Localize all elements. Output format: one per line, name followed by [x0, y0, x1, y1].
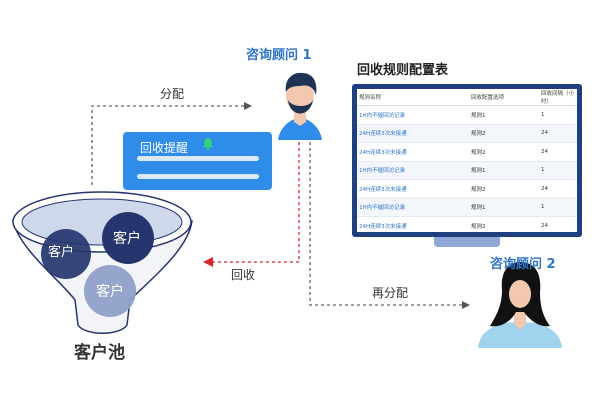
rule-interval-cell: 24 — [539, 142, 577, 162]
table-row: 24H连续3次未接通 规则2 24 — [357, 216, 577, 232]
rule-option-cell: 规则2 — [469, 124, 539, 143]
recycle-label: 回收 — [231, 268, 256, 282]
rule-name-cell: 24H连续3次未接通 — [357, 124, 469, 143]
table-header-cell: 规则名称 — [357, 89, 469, 106]
reassign-label: 再分配 — [372, 286, 409, 300]
rule-interval-cell: 1 — [539, 161, 577, 180]
reminder-placeholder-line — [137, 174, 259, 179]
rule-name-cell: 24H连续3次未接通 — [357, 179, 469, 199]
customer-label: 客户 — [96, 284, 124, 300]
rule-interval-cell: 24 — [539, 124, 577, 143]
customer-label: 客户 — [113, 231, 141, 247]
customer-pool-label: 客户池 — [74, 343, 125, 363]
customer-circle — [102, 212, 154, 264]
assign-arrow — [91, 102, 252, 185]
table-header-cell: 回收配置选项 — [469, 89, 539, 106]
rules-monitor: 规则名称 回收配置选项 回收间隔（小时） 1H内不催回访记录 规则1 1 24H… — [352, 84, 582, 237]
table-row: 24H连续3次未接通 规则2 24 — [357, 124, 577, 143]
assign-label: 分配 — [160, 87, 185, 101]
customer-label: 客户 — [48, 245, 75, 260]
consultant2-avatar — [478, 262, 562, 348]
rule-name-cell: 1H内不催回访记录 — [357, 198, 469, 217]
reassign-arrow — [309, 142, 470, 309]
rule-interval-cell: 1 — [539, 198, 577, 217]
table-header-row: 规则名称 回收配置选项 回收间隔（小时） — [357, 89, 577, 106]
monitor-stand — [434, 237, 500, 247]
rule-name-cell: 1H内不催回访记录 — [357, 105, 469, 125]
rule-option-cell: 规则1 — [469, 105, 539, 125]
rule-option-cell: 规则1 — [469, 161, 539, 180]
table-row: 24H连续3次未接通 规则2 24 — [357, 179, 577, 199]
customer-circle — [84, 265, 136, 317]
consultant1-label: 咨询顾问 1 — [246, 48, 312, 63]
recycle-reminder-card: 回收提醒 — [123, 132, 272, 190]
bell-icon — [203, 138, 213, 150]
rule-interval-cell: 1 — [539, 105, 577, 125]
rules-table: 规则名称 回收配置选项 回收间隔（小时） 1H内不催回访记录 规则1 1 24H… — [357, 89, 577, 232]
consultant1-avatar — [278, 72, 322, 140]
table-row: 1H内不催回访记录 规则1 1 — [357, 161, 577, 180]
rules-table-title: 回收规则配置表 — [357, 63, 449, 78]
rule-option-cell: 规则2 — [469, 179, 539, 199]
table-row: 1H内不催回访记录 规则1 1 — [357, 105, 577, 125]
rule-option-cell: 规则1 — [469, 198, 539, 217]
rule-interval-cell: 24 — [539, 179, 577, 199]
consultant2-label: 咨询顾问 2 — [490, 257, 556, 272]
customer-circle — [41, 229, 91, 279]
rule-option-cell: 规则2 — [469, 142, 539, 162]
rule-name-cell: 24H连续3次未接通 — [357, 142, 469, 162]
table-header-cell: 回收间隔（小时） — [539, 89, 577, 106]
rule-name-cell: 1H内不催回访记录 — [357, 161, 469, 180]
monitor-screen: 规则名称 回收配置选项 回收间隔（小时） 1H内不催回访记录 规则1 1 24H… — [357, 89, 577, 232]
reminder-placeholder-line — [137, 156, 259, 161]
rule-interval-cell: 24 — [539, 216, 577, 232]
table-row: 24H连续3次未接通 规则2 24 — [357, 142, 577, 162]
table-row: 1H内不催回访记录 规则1 1 — [357, 198, 577, 217]
reminder-title: 回收提醒 — [140, 141, 189, 155]
recycle-arrow — [203, 142, 300, 267]
rule-name-cell: 24H连续3次未接通 — [357, 216, 469, 232]
rule-option-cell: 规则2 — [469, 216, 539, 232]
